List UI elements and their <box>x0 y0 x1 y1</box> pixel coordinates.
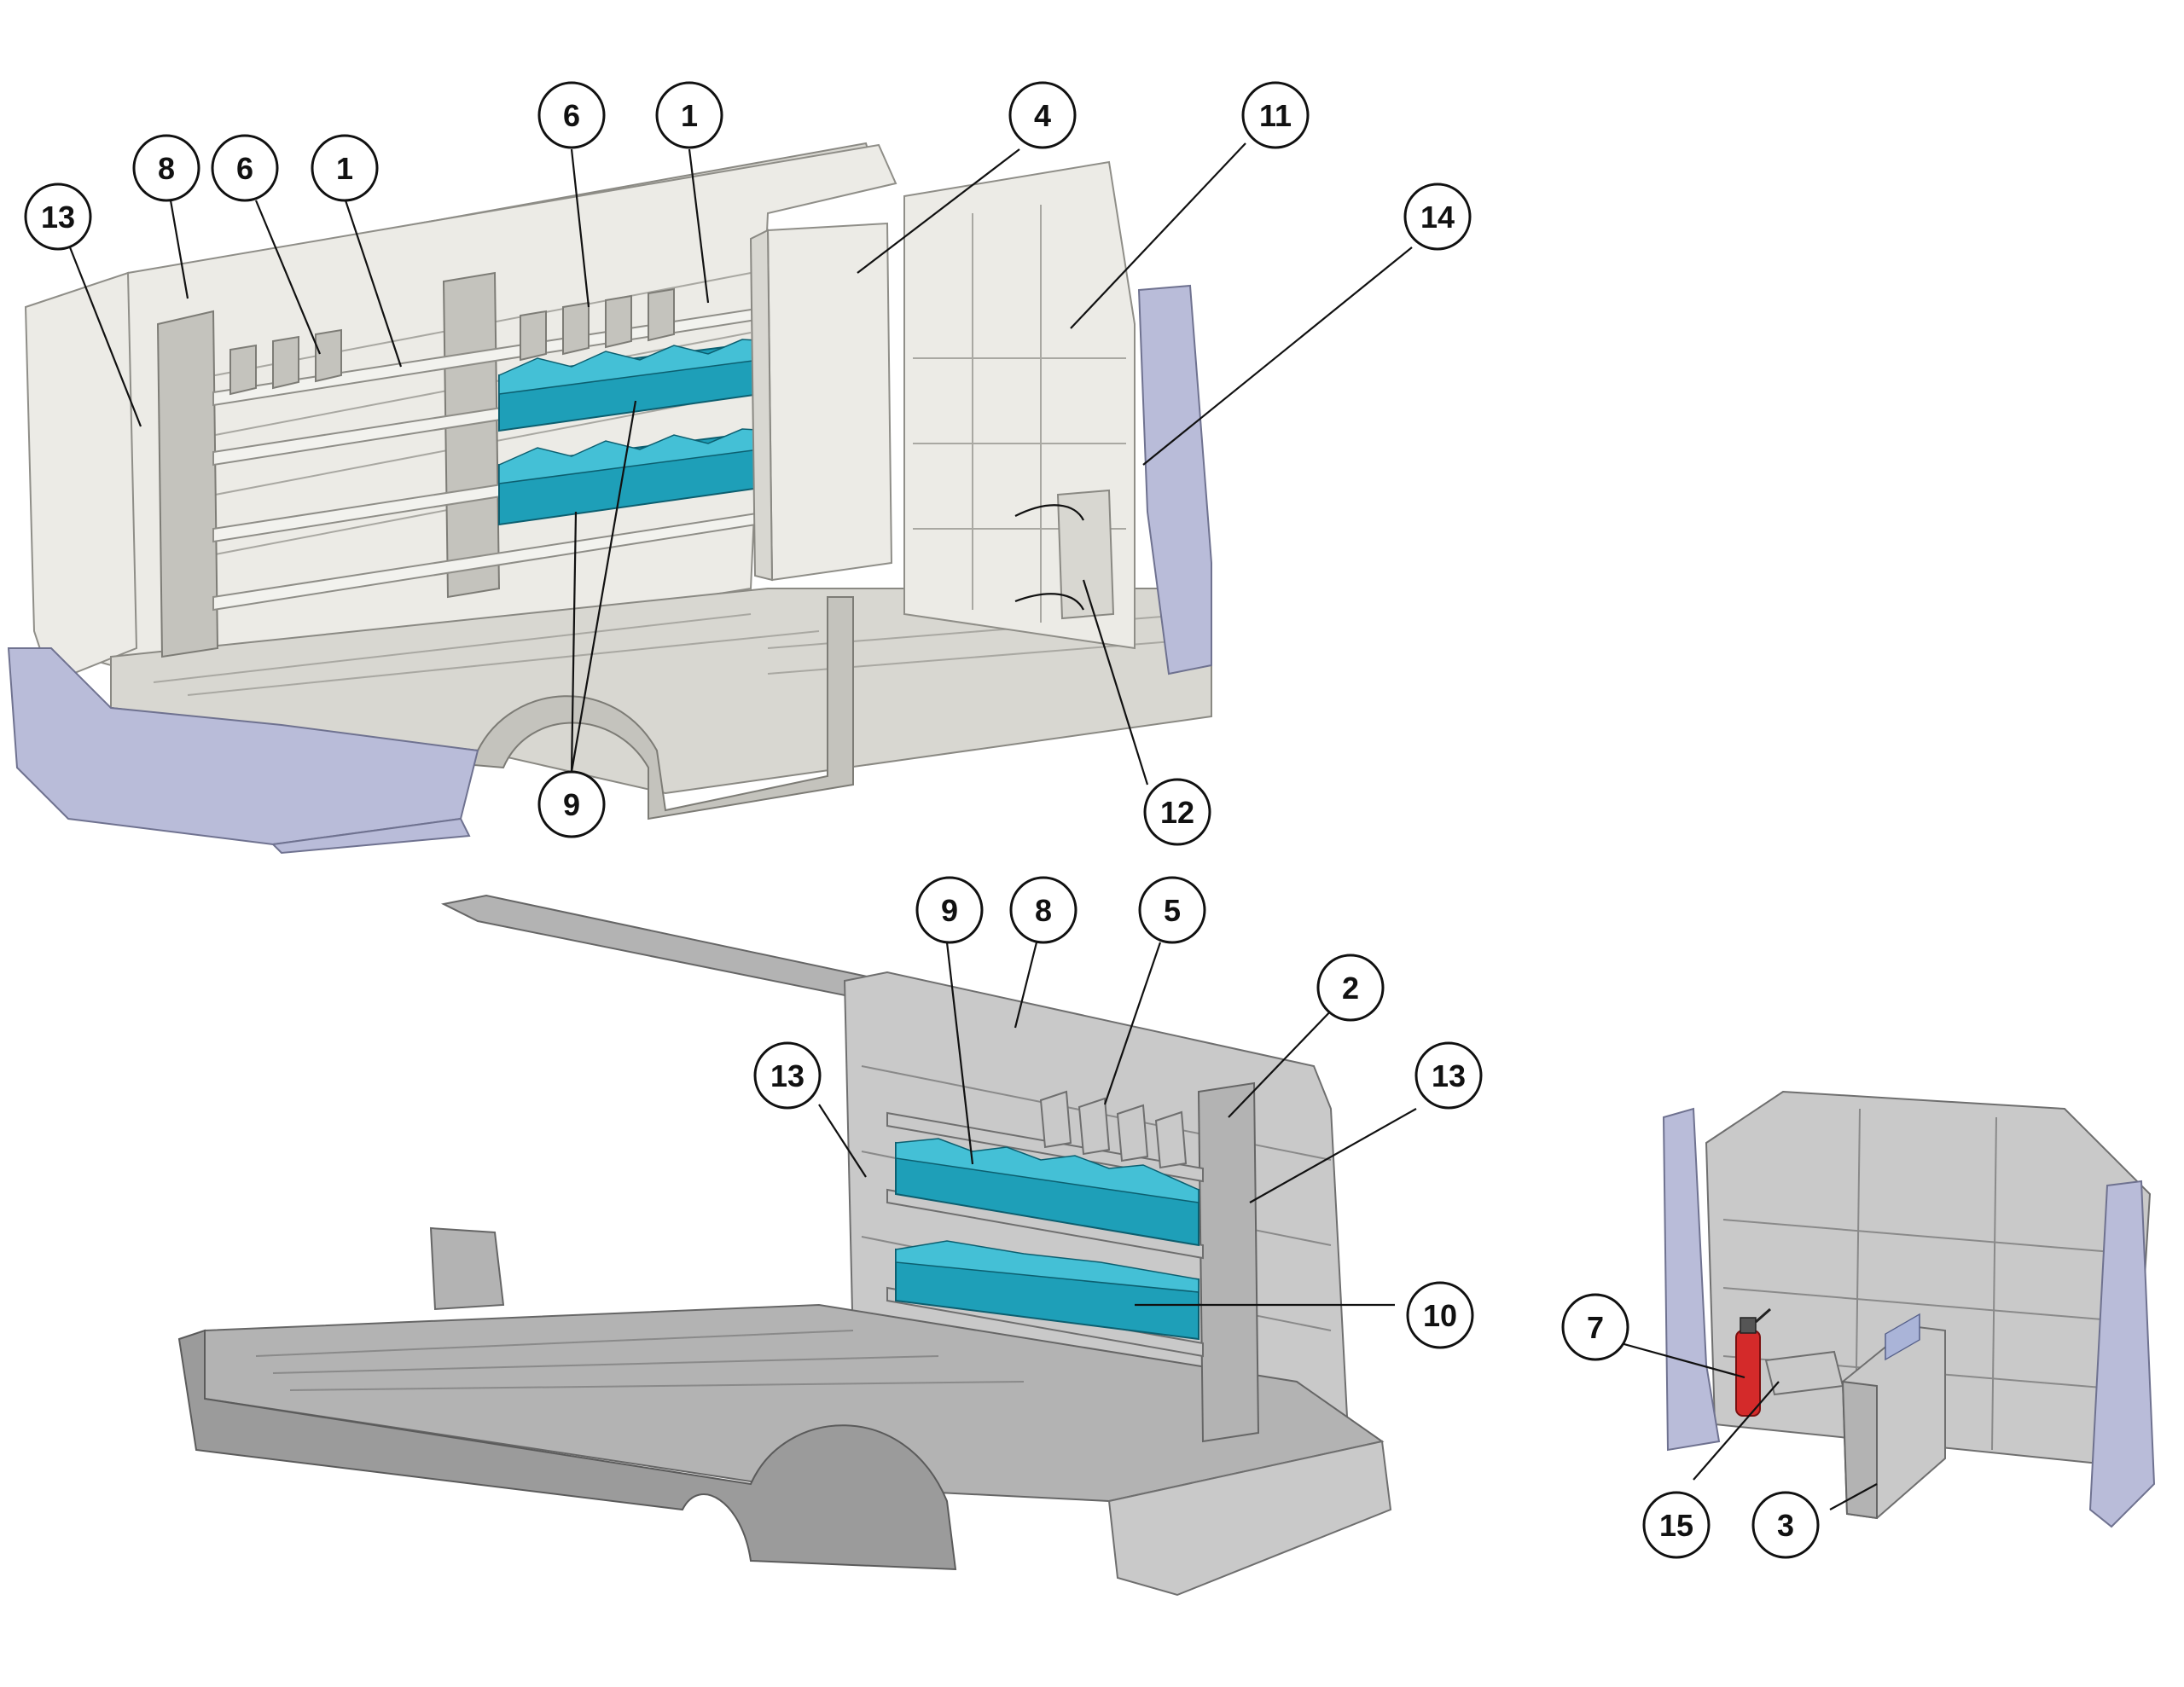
svg-text:14: 14 <box>1420 200 1455 235</box>
svg-text:3: 3 <box>1777 1508 1794 1543</box>
svg-text:6: 6 <box>563 98 580 133</box>
callout-1-b: 1 <box>655 81 723 149</box>
callout-10: 10 <box>1406 1281 1474 1349</box>
svg-text:1: 1 <box>681 98 698 133</box>
callout-15: 15 <box>1642 1491 1711 1559</box>
callout-4: 4 <box>1008 81 1077 149</box>
callout-14: 14 <box>1403 183 1472 251</box>
callout-13-a: 13 <box>24 183 92 251</box>
view-3-partition <box>1662 1090 2156 1528</box>
svg-text:5: 5 <box>1164 893 1181 928</box>
callout-11: 11 <box>1241 81 1310 149</box>
svg-text:13: 13 <box>1432 1058 1466 1093</box>
bin-row-upper <box>498 339 773 432</box>
callout-2: 2 <box>1316 954 1385 1022</box>
fire-extinguisher <box>1735 1307 1771 1417</box>
callout-8-a: 8 <box>132 134 200 202</box>
callout-6-a: 6 <box>211 134 279 202</box>
svg-text:8: 8 <box>158 151 175 186</box>
callout-9-a: 9 <box>537 770 606 838</box>
svg-text:13: 13 <box>41 200 75 235</box>
svg-text:9: 9 <box>563 787 580 822</box>
svg-text:6: 6 <box>236 151 253 186</box>
svg-text:10: 10 <box>1423 1298 1457 1333</box>
svg-text:1: 1 <box>336 151 353 186</box>
svg-text:4: 4 <box>1034 98 1051 133</box>
leader-lines <box>67 142 1878 1510</box>
view-2-van-interior <box>177 894 1392 1597</box>
callout-13-b: 13 <box>753 1041 822 1110</box>
svg-text:15: 15 <box>1659 1508 1693 1543</box>
callout-3: 3 <box>1751 1491 1820 1559</box>
callout-7: 7 <box>1561 1293 1629 1361</box>
svg-text:7: 7 <box>1587 1310 1604 1345</box>
callout-5: 5 <box>1138 876 1206 944</box>
callout-13-c: 13 <box>1414 1041 1483 1110</box>
callout-6-b: 6 <box>537 81 606 149</box>
callout-9-b: 9 <box>915 876 984 944</box>
svg-text:13: 13 <box>770 1058 804 1093</box>
svg-text:9: 9 <box>941 893 958 928</box>
svg-text:12: 12 <box>1160 795 1194 830</box>
svg-text:2: 2 <box>1342 971 1359 1006</box>
callout-12: 12 <box>1143 778 1211 846</box>
callout-8-b: 8 <box>1009 876 1077 944</box>
view-1-van-interior <box>7 142 1212 855</box>
callout-1-a: 1 <box>311 134 379 202</box>
svg-text:8: 8 <box>1035 893 1052 928</box>
svg-text:11: 11 <box>1259 98 1292 133</box>
